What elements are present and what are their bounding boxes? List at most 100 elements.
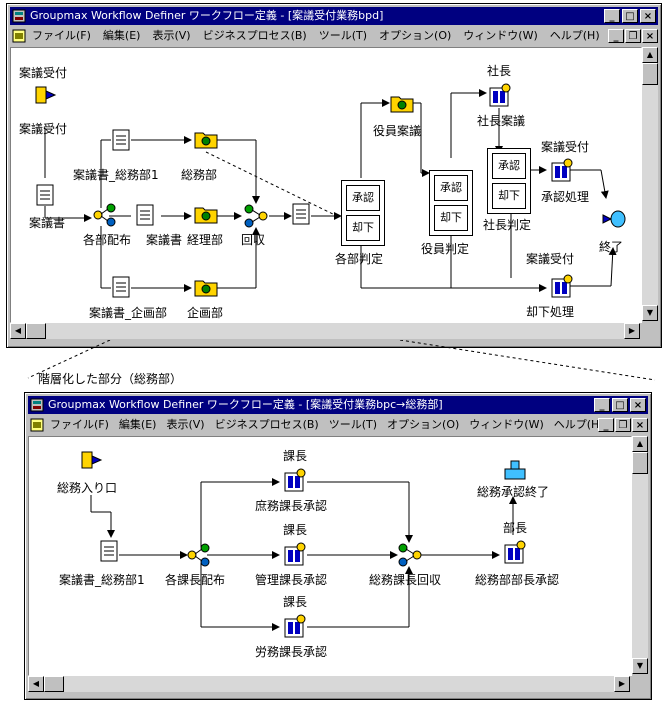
menu-edit-2[interactable]: 編集(E) (118, 418, 157, 431)
start-icon[interactable] (33, 82, 59, 108)
reject-button-1[interactable]: 却下 (346, 215, 380, 241)
menu-help-2[interactable]: ヘルプ(H) (553, 418, 604, 431)
dept-judge-box[interactable]: 承認 却下 (341, 180, 385, 246)
doc-close-button-2[interactable]: × (632, 418, 648, 432)
end-icon-2[interactable] (501, 457, 529, 483)
workflow-canvas[interactable]: 承認 却下 承認 却下 承認 却下 案議受付 案議受付 案議書 各部配布 案議書… (10, 47, 642, 323)
doc-planning-icon[interactable] (111, 275, 133, 301)
entry-icon[interactable] (79, 447, 105, 473)
scroll-thumb-2[interactable] (632, 452, 648, 474)
scroll-thumb[interactable] (642, 63, 658, 85)
board-judge-box[interactable]: 承認 却下 (429, 170, 473, 236)
label-head-role: 部長 (503, 521, 528, 535)
president-icon[interactable] (486, 82, 514, 110)
president-judge-box[interactable]: 承認 却下 (487, 148, 531, 214)
doc-minimize-button[interactable]: _ (608, 29, 624, 43)
horizontal-scrollbar-2[interactable]: ◀ ▶ (28, 676, 630, 692)
doc-general-icon-2[interactable] (99, 539, 121, 565)
chief1-icon[interactable] (281, 467, 309, 495)
doc-accounting-icon[interactable] (135, 203, 157, 229)
menu-view[interactable]: 表示(V) (152, 29, 191, 42)
label-doc-planning: 案議書_企画部 (89, 306, 168, 320)
doc-after-collect-icon[interactable] (291, 202, 313, 228)
menu-file-2[interactable]: ファイル(F) (50, 418, 109, 431)
menu-window[interactable]: ウィンドウ(W) (463, 29, 538, 42)
menu-tools[interactable]: ツール(T) (318, 29, 368, 42)
doc-general-icon[interactable] (111, 128, 133, 154)
app-icon (12, 9, 26, 23)
reject-proc-icon[interactable] (548, 273, 576, 301)
label-head: 総務部部長承認 (475, 573, 560, 587)
approve-button-3[interactable]: 承認 (492, 153, 526, 179)
doc-minimize-button-2[interactable]: _ (598, 418, 614, 432)
label-approve-recv: 案議受付 (541, 140, 590, 154)
vertical-scrollbar[interactable]: ▲ ▼ (642, 47, 658, 321)
scroll-down-button-2[interactable]: ▼ (632, 658, 648, 674)
document-icon (12, 29, 26, 43)
menu-options-2[interactable]: オプション(O) (387, 418, 460, 431)
menu-window-2[interactable]: ウィンドウ(W) (469, 418, 544, 431)
menu-tools-2[interactable]: ツール(T) (328, 418, 378, 431)
approve-button-1[interactable]: 承認 (346, 185, 380, 211)
label-end-2: 総務承認終了 (477, 485, 550, 499)
menu-business-process-2[interactable]: ビジネスプロセス(B) (214, 418, 319, 431)
end-icon[interactable] (601, 206, 627, 232)
scroll-right-button[interactable]: ▶ (624, 323, 640, 339)
scroll-left-button[interactable]: ◀ (10, 323, 26, 339)
folder-general-icon[interactable] (193, 128, 219, 150)
head-icon[interactable] (501, 539, 529, 567)
minimize-button-2[interactable]: _ (594, 398, 610, 412)
close-button[interactable]: × (640, 9, 656, 23)
folder-board-icon[interactable] (389, 92, 415, 114)
reject-button-2[interactable]: 却下 (434, 205, 468, 231)
doc-restore-button-2[interactable]: ❐ (615, 418, 631, 432)
scroll-up-button-2[interactable]: ▲ (632, 436, 648, 452)
reject-button-3[interactable]: 却下 (492, 183, 526, 209)
menu-business-process[interactable]: ビジネスプロセス(B) (202, 29, 307, 42)
menu-bar: ファイル(F) 編集(E) 表示(V) ビジネスプロセス(B) ツール(T) オ… (10, 27, 658, 45)
hierarchy-connector (27, 340, 656, 381)
title-bar-2[interactable]: Groupmax Workflow Definer ワークフロー定義 - [案議… (28, 396, 648, 414)
vertical-scrollbar-2[interactable]: ▲ ▼ (632, 436, 648, 674)
title-bar[interactable]: Groupmax Workflow Definer ワークフロー定義 - [案議… (10, 7, 658, 25)
distribute-icon[interactable] (93, 203, 117, 227)
chief2-icon[interactable] (281, 541, 309, 569)
approve-proc-icon[interactable] (548, 157, 576, 185)
scroll-left-button-2[interactable]: ◀ (28, 676, 44, 692)
menu-edit[interactable]: 編集(E) (102, 29, 141, 42)
scroll-right-button-2[interactable]: ▶ (614, 676, 630, 692)
minimize-button[interactable]: _ (604, 9, 620, 23)
doc-close-button[interactable]: × (642, 29, 658, 43)
doc-restore-button[interactable]: ❐ (625, 29, 641, 43)
label-chief1-role: 課長 (283, 449, 308, 463)
horizontal-scrollbar[interactable]: ◀ ▶ (10, 323, 640, 339)
hscroll-thumb[interactable] (26, 323, 46, 339)
label-doc-accounting: 案議書 (146, 233, 183, 247)
menu-options[interactable]: オプション(O) (379, 29, 452, 42)
hscroll-thumb-2[interactable] (44, 676, 64, 692)
workflow-canvas-2[interactable]: 総務入り口 案議書_総務部1 各課長配布 課長 庶務課長承認 課長 管理課長承認… (28, 436, 632, 676)
menu-view-2[interactable]: 表示(V) (166, 418, 205, 431)
folder-planning-icon[interactable] (193, 276, 219, 298)
collect-icon-2[interactable] (397, 543, 423, 567)
sub-workflow-window: Groupmax Workflow Definer ワークフロー定義 - [案議… (24, 392, 652, 700)
label-reject-proc: 却下処理 (526, 305, 575, 319)
menu-file[interactable]: ファイル(F) (32, 29, 91, 42)
label-collect-2: 総務課長回収 (369, 573, 442, 587)
collect-icon[interactable] (243, 204, 269, 228)
approve-button-2[interactable]: 承認 (434, 175, 468, 201)
document-node-icon[interactable] (35, 183, 57, 209)
scroll-up-button[interactable]: ▲ (642, 47, 658, 63)
maximize-button[interactable]: □ (622, 9, 638, 23)
close-button-2[interactable]: × (630, 398, 646, 412)
label-general: 総務部 (181, 168, 218, 182)
maximize-button-2[interactable]: □ (612, 398, 628, 412)
menu-help[interactable]: ヘルプ(H) (549, 29, 600, 42)
scroll-down-button[interactable]: ▼ (642, 305, 658, 321)
folder-accounting-icon[interactable] (193, 203, 219, 225)
label-end: 終了 (599, 240, 624, 254)
distribute-icon-2[interactable] (187, 543, 211, 567)
chief3-icon[interactable] (281, 613, 309, 641)
label-chief3-role: 課長 (283, 595, 308, 609)
label-chief3: 労務課長承認 (255, 645, 328, 659)
